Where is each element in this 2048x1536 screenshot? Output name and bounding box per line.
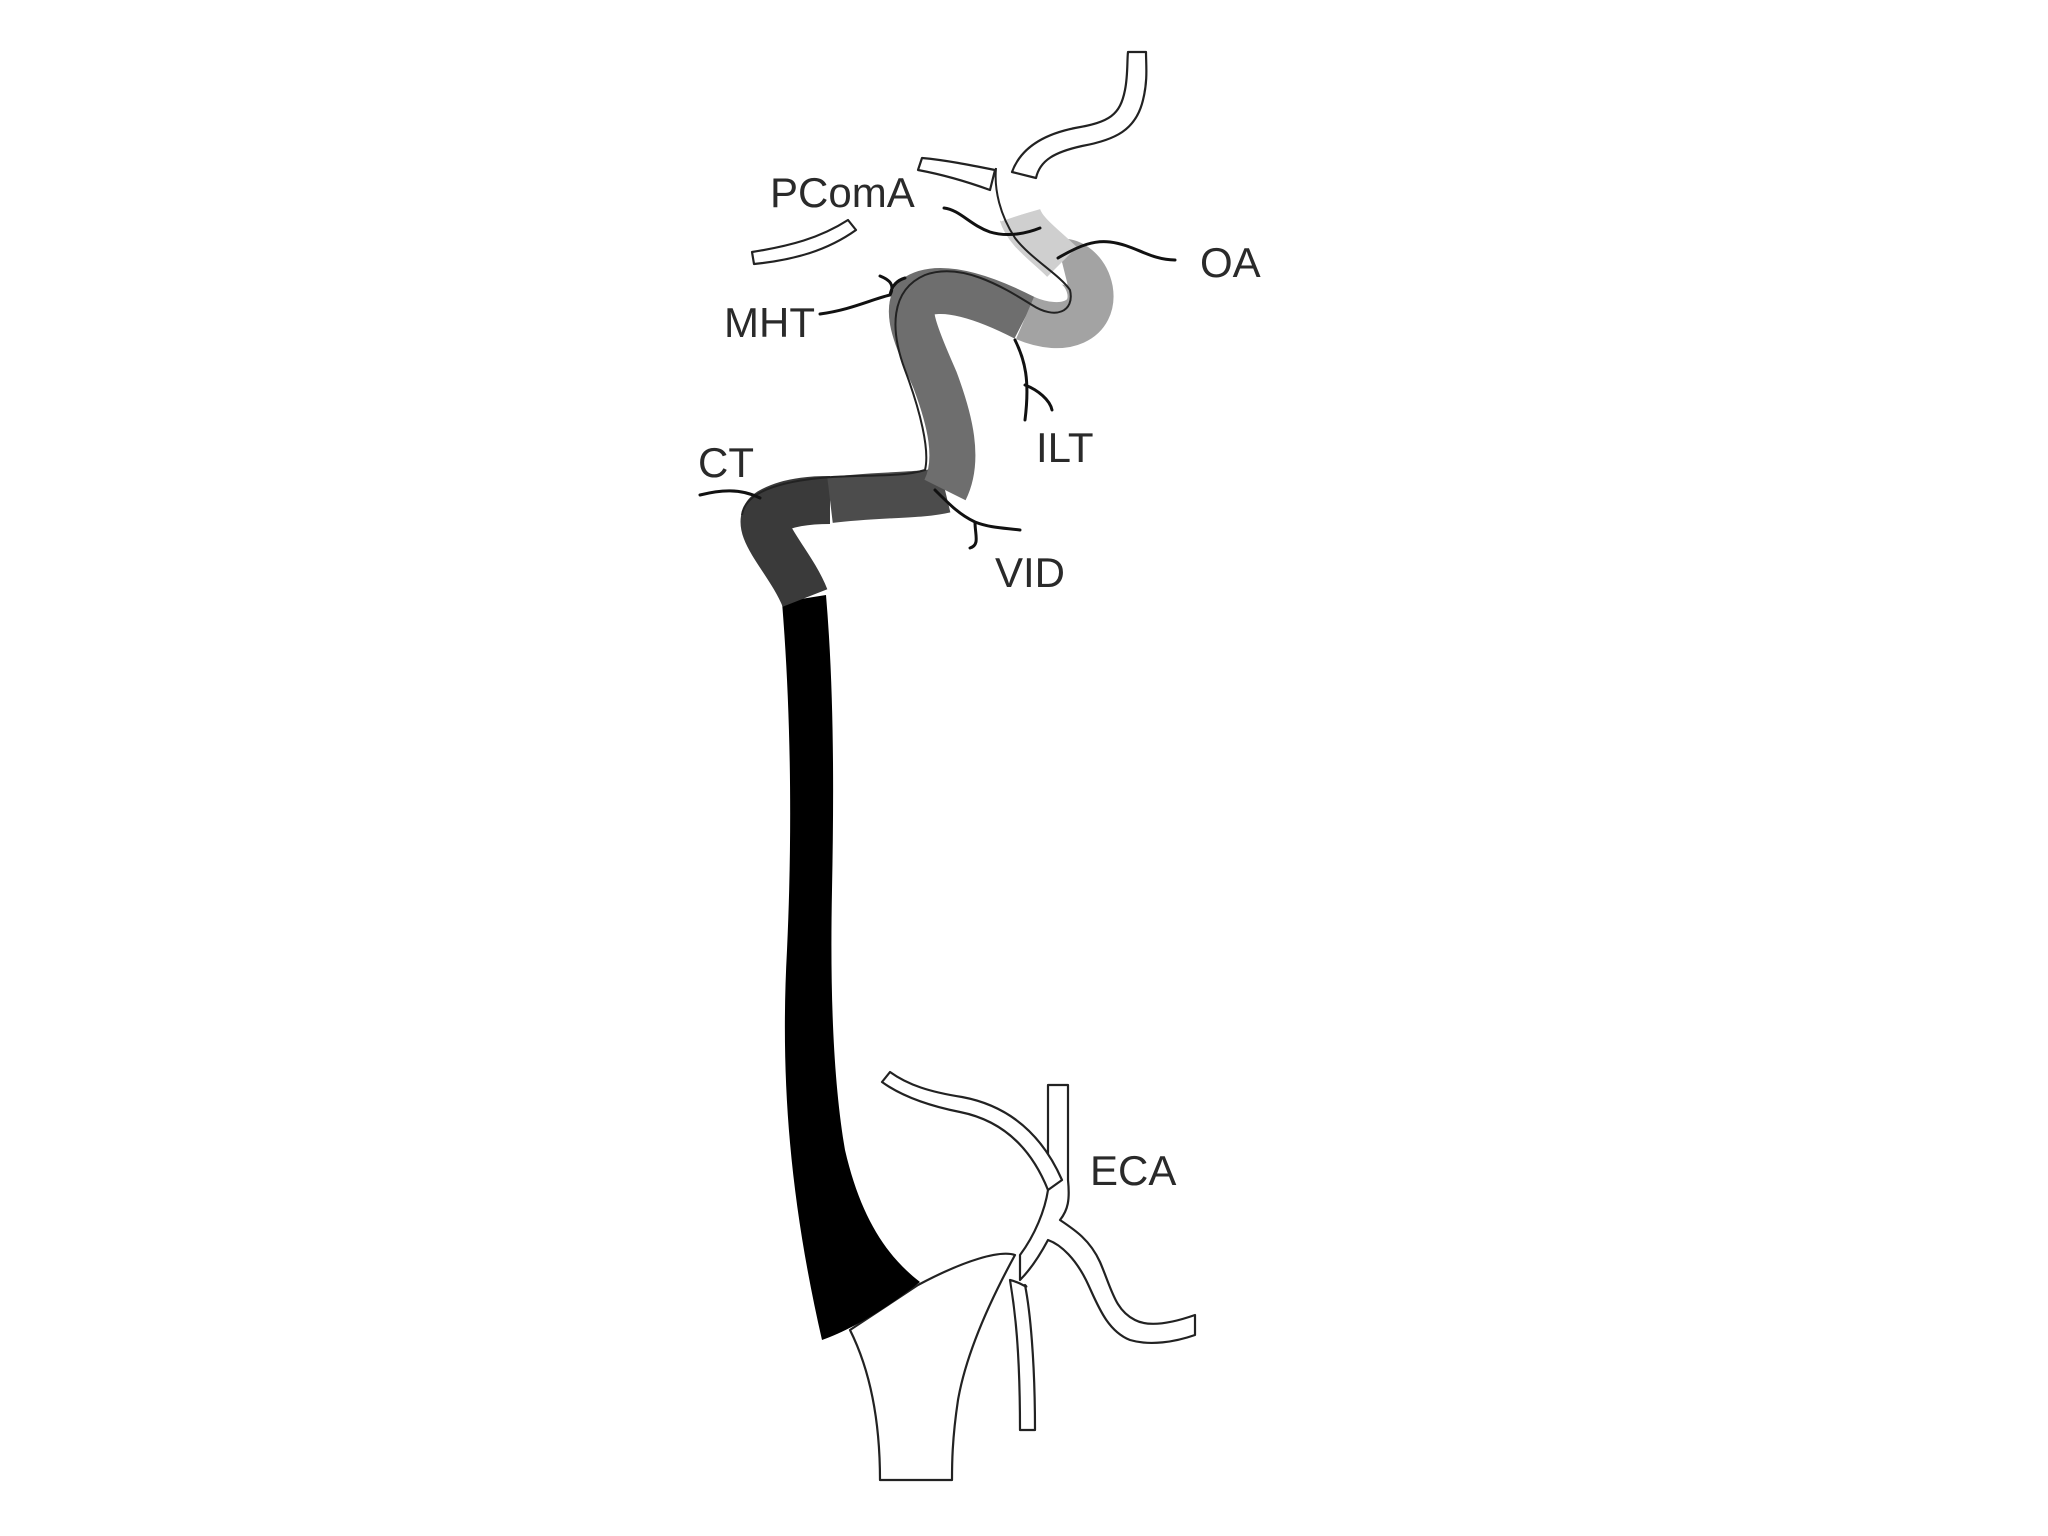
communicating-ica-segment bbox=[993, 167, 1040, 222]
pcoma-branch-line bbox=[942, 206, 1042, 236]
eca-lingual-branch bbox=[1008, 1278, 1037, 1432]
vid-label: VID bbox=[995, 549, 1065, 596]
ct-branch bbox=[698, 489, 762, 500]
petrous-ica-segment bbox=[740, 476, 831, 608]
ophthalmic-ica-segment bbox=[999, 207, 1077, 278]
pcoma-label: PComA bbox=[770, 169, 915, 216]
clinoid-ica-segment bbox=[1016, 238, 1114, 349]
oa-label: OA bbox=[1200, 239, 1261, 286]
cavernous-ica-segment bbox=[888, 268, 1036, 501]
ct-label: CT bbox=[698, 439, 754, 486]
mht-branch bbox=[818, 274, 907, 316]
external-carotid-artery bbox=[1018, 1083, 1197, 1345]
ilt-label: ILT bbox=[1036, 424, 1094, 471]
anterior-cerebral-branch bbox=[916, 156, 997, 192]
ilt-branch bbox=[1013, 338, 1054, 422]
ophthalmic-artery-branch bbox=[1056, 240, 1177, 262]
pcoma-vessel bbox=[750, 218, 858, 266]
lacerum-ica-segment bbox=[827, 467, 951, 523]
mht-label: MHT bbox=[724, 299, 815, 346]
eca-label: ECA bbox=[1090, 1147, 1176, 1194]
ica-upper-outline bbox=[741, 167, 1072, 516]
common-carotid-artery bbox=[848, 1252, 1017, 1482]
middle-cerebral-branch bbox=[1010, 50, 1148, 180]
vid-branch bbox=[933, 488, 1022, 550]
eca-facial-branch bbox=[880, 1070, 1064, 1192]
cervical-ica-segment bbox=[782, 595, 920, 1340]
